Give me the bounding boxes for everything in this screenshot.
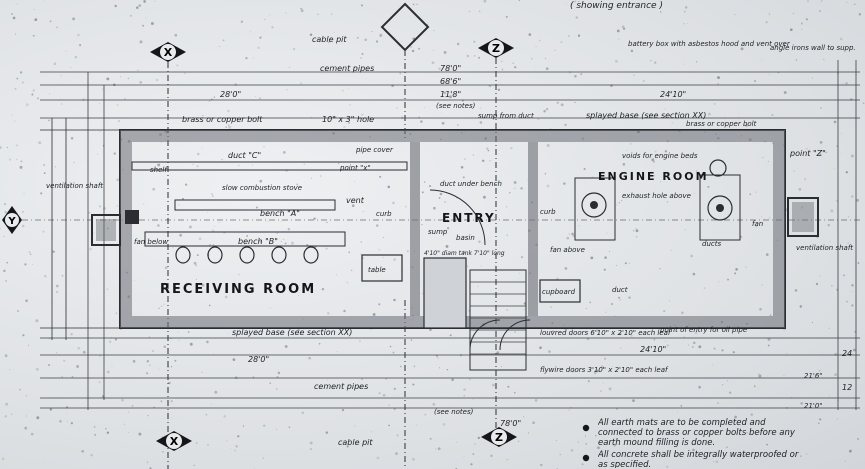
label-dim-2410-bottom: 24'10" <box>640 345 666 354</box>
label-see-notes-top: (see notes) <box>436 102 476 110</box>
label-point-of-entry: point of entry for oil pipe <box>659 326 747 334</box>
service-lines <box>40 60 860 410</box>
grid-marker-z-bottom: Z <box>481 427 517 447</box>
label-brass-bolt-right: brass or copper bolt <box>686 120 757 128</box>
label-point-z: point "Z" <box>789 149 826 158</box>
label-splayed-base-top: splayed base (see section XX) <box>586 111 706 120</box>
label-level-78-top: 78'0" <box>440 64 461 73</box>
margin-mark-b: 12 <box>842 383 852 392</box>
label-cupboard: cupboard <box>542 288 576 296</box>
left-dimension-ticks <box>40 118 120 340</box>
label-dim-2110-small: 21'6" <box>804 372 823 380</box>
room-name-receiving: RECEIVING ROOM <box>160 282 316 297</box>
label-cable-pit-bottom: cable pit <box>338 438 373 447</box>
note-2: All concrete shall be integrally waterpr… <box>598 450 799 468</box>
label-point-x: point "x" <box>339 164 371 172</box>
label-curb: curb <box>376 210 392 218</box>
svg-text:Z: Z <box>492 42 500 55</box>
room-name-engine: ENGINE ROOM <box>598 170 709 183</box>
label-brass-bolt-top: brass or copper bolt <box>182 115 263 124</box>
label-ventilation-shaft-right: ventilation shaft <box>796 244 853 252</box>
grid-marker-z-top: Z <box>478 38 514 430</box>
label-dim-2810-bottom: 28'0" <box>248 355 269 364</box>
svg-text:Z: Z <box>495 431 503 444</box>
svg-text:X: X <box>164 46 173 59</box>
label-angle-irons: angle irons wall to supp. <box>770 44 856 52</box>
label-basin: basin <box>456 234 475 242</box>
label-level-118: 11'8" <box>440 90 461 99</box>
label-tank: 4'10" diam tank 7'10" long <box>424 250 505 257</box>
label-dim-2810-top: 28'0" <box>220 90 241 99</box>
label-curb-right: curb <box>540 208 556 216</box>
label-hole-top: 10" x 3" hole <box>322 115 374 124</box>
label-battery-box: battery box with asbestos hood and vent … <box>628 40 791 48</box>
label-see-notes-bottom: (see notes) <box>434 408 474 416</box>
svg-text:X: X <box>170 435 179 448</box>
label-flywire-doors: flywire doors 3'10" x 2'10" each leaf <box>540 366 669 374</box>
label-exhaust-hole: exhaust hole above <box>622 192 691 200</box>
label-pipe-cover: pipe cover <box>355 146 394 154</box>
label-duct: duct <box>612 286 628 294</box>
label-voids: voids for engine beds <box>622 152 698 160</box>
building-walls <box>91 129 819 371</box>
cable-pit-top-symbol <box>380 2 430 140</box>
margin-mark-a: 24 <box>842 349 852 358</box>
label-sump-from-duct: sump from duct <box>478 112 534 120</box>
label-dim-2410-top: 24'10" <box>660 90 686 99</box>
label-fan: fan <box>752 220 763 228</box>
label-table: table <box>368 266 386 274</box>
label-fan-above: fan above <box>550 246 585 254</box>
label-dim-2110: 21'0" <box>804 402 823 410</box>
label-fan-below: fan below <box>134 238 168 246</box>
header-showing-entrance: ( showing entrance ) <box>570 1 663 11</box>
label-slow-combustion: slow combustion stove <box>222 184 302 192</box>
note-1: All earth mats are to be completed and c… <box>598 418 795 448</box>
label-vent: vent <box>346 196 365 205</box>
label-duct-c: duct "C" <box>228 151 261 160</box>
room-name-entry: ENTRY <box>442 211 496 225</box>
label-duct-under-bench: duct under bench <box>440 180 502 188</box>
grid-marker-x-bottom: X <box>156 431 192 451</box>
label-shelf: shelf <box>150 166 168 174</box>
label-sump: sump <box>428 228 448 236</box>
label-louvred-doors: louvred doors 6'10" x 2'10" each leaf <box>540 329 672 337</box>
grid-marker-x-top: X <box>150 42 186 469</box>
label-splayed-base-bottom: splayed base (see section XX) <box>232 328 352 337</box>
label-cement-pipes-top: cement pipes <box>320 64 374 73</box>
label-ducts: ducts <box>702 240 721 248</box>
label-ventilation-shaft-left: ventilation shaft <box>46 182 103 190</box>
svg-text:Y: Y <box>7 216 16 227</box>
label-level-78-bottom: 78'0" <box>500 419 521 428</box>
label-bench-a: bench "A" <box>260 209 300 218</box>
label-bench-b: bench "B" <box>238 237 278 246</box>
label-cable-pit-top: cable pit <box>312 35 347 44</box>
label-cement-pipes-bottom: cement pipes <box>314 382 368 391</box>
notes-block: All earth mats are to be completed and c… <box>582 418 799 468</box>
label-level-68: 68'6" <box>440 77 461 86</box>
